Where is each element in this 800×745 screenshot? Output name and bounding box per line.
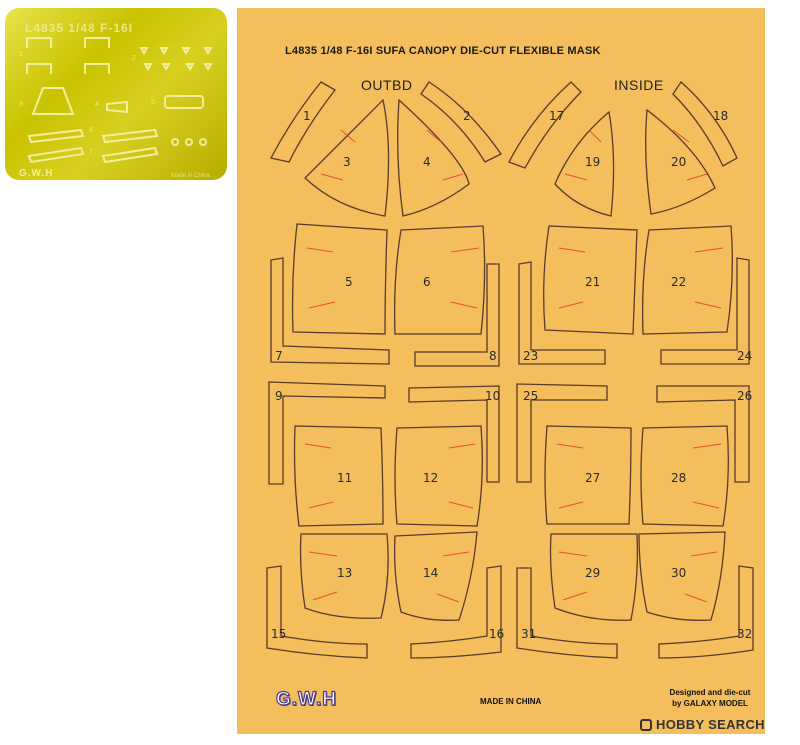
- piece-numbers: 1 2 3 4 5 6 7 8 9 10 11 12 13 14 15 16 1…: [271, 109, 752, 641]
- pe-part-label: 5: [151, 99, 155, 106]
- mask-piece: [397, 98, 470, 217]
- photo-etch-parts: 1 2 3 4 5 6 7: [19, 37, 213, 164]
- piece-number: 28: [671, 471, 686, 485]
- mask-piece: [508, 81, 582, 169]
- mask-piece: [270, 257, 390, 365]
- piece-number: 14: [423, 566, 438, 580]
- watermark-text: HOBBY SEARCH: [656, 717, 765, 732]
- piece-number: 29: [585, 566, 600, 580]
- mask-piece: [268, 381, 386, 485]
- credit-line-2: by GALAXY MODEL: [672, 699, 748, 708]
- pe-part-label: 4: [95, 101, 99, 108]
- mask-piece: [266, 565, 368, 659]
- mask-piece: [516, 383, 608, 483]
- mask-piece: [408, 385, 500, 483]
- mask-piece: [270, 81, 336, 163]
- pe-part-label: 2: [132, 55, 136, 62]
- piece-number: 24: [737, 349, 752, 363]
- mask-hint-lines: [304, 129, 724, 603]
- piece-number: 15: [271, 627, 286, 641]
- pe-part-label: 7: [89, 149, 93, 156]
- pe-fret-small-text: Made in China: [171, 173, 210, 179]
- mask-piece: [640, 425, 729, 527]
- piece-number: 1: [303, 109, 311, 123]
- piece-number: 4: [423, 155, 431, 169]
- mask-pieces: 1 2 3 4 5 6 7 8 9 10 11 12 13 14 15 16 1…: [266, 81, 754, 659]
- piece-number: 13: [337, 566, 352, 580]
- piece-number: 23: [523, 349, 538, 363]
- mask-piece: [656, 385, 750, 483]
- mask-piece: [638, 531, 726, 621]
- piece-number: 18: [713, 109, 728, 123]
- piece-number: 6: [423, 275, 431, 289]
- mask-piece: [299, 533, 389, 619]
- piece-number: 20: [671, 155, 686, 169]
- piece-number: 22: [671, 275, 686, 289]
- piece-number: 25: [523, 389, 538, 403]
- mask-piece: [660, 257, 750, 365]
- piece-number: 30: [671, 566, 686, 580]
- piece-number: 27: [585, 471, 600, 485]
- mask-piece: [304, 98, 390, 217]
- pe-fret-logo: G.W.H: [19, 168, 54, 179]
- canopy-mask-sheet: 1 2 3 4 5 6 7 8 9 10 11 12 13 14 15 16 1…: [237, 8, 765, 734]
- piece-number: 11: [337, 471, 352, 485]
- mask-piece: [420, 81, 502, 163]
- piece-number: 5: [345, 275, 353, 289]
- photo-etch-fret: 1 2 3 4 5 6 7 L4835 1/48 F-16I G.W.H Mad…: [5, 8, 227, 180]
- mask-sheet-title: L4835 1/48 F-16I SUFA CANOPY DIE-CUT FLE…: [285, 45, 601, 57]
- piece-number: 16: [489, 627, 504, 641]
- piece-number: 8: [489, 349, 497, 363]
- mask-piece: [658, 565, 754, 659]
- mask-piece: [554, 110, 615, 217]
- mask-piece: [410, 565, 502, 659]
- credit-line-1: Designed and die-cut: [669, 688, 751, 697]
- mask-piece: [516, 567, 618, 659]
- mask-piece: [393, 531, 478, 621]
- piece-number: 32: [737, 627, 752, 641]
- credits: Designed and die-cut by GALAXY MODEL: [665, 687, 755, 709]
- piece-number: 9: [275, 389, 283, 403]
- piece-number: 21: [585, 275, 600, 289]
- piece-number: 17: [549, 109, 564, 123]
- pe-part-label: 1: [19, 51, 23, 58]
- piece-number: 7: [275, 349, 283, 363]
- mask-piece: [414, 263, 500, 367]
- piece-number: 19: [585, 155, 600, 169]
- inside-label: INSIDE: [614, 77, 664, 93]
- piece-number: 12: [423, 471, 438, 485]
- pe-part-label: 3: [19, 101, 23, 108]
- die-cut-outlines: [266, 81, 754, 659]
- mask-piece: [291, 223, 388, 335]
- piece-number: 10: [485, 389, 500, 403]
- mask-piece: [393, 225, 486, 335]
- mask-piece: [672, 81, 738, 167]
- piece-number: 3: [343, 155, 351, 169]
- piece-number: 31: [521, 627, 536, 641]
- pe-part-label: 6: [89, 127, 93, 134]
- made-in-label: MADE IN CHINA: [480, 697, 542, 706]
- mask-piece: [549, 533, 639, 621]
- mask-piece: [394, 425, 483, 527]
- mask-piece: [641, 225, 733, 335]
- mask-piece: [293, 425, 384, 527]
- pe-fret-title: L4835 1/48 F-16I: [25, 21, 134, 35]
- mask-piece: [645, 108, 716, 215]
- hobby-search-watermark: HOBBY SEARCH: [640, 717, 765, 732]
- piece-number: 26: [737, 389, 752, 403]
- gwh-logo: G.W.H: [275, 688, 337, 710]
- hobby-search-logo-icon: [640, 719, 652, 731]
- mask-piece: [518, 261, 606, 365]
- outbd-label: OUTBD: [361, 77, 413, 93]
- mask-piece: [544, 425, 632, 525]
- piece-number: 2: [463, 109, 471, 123]
- mask-piece: [543, 225, 638, 335]
